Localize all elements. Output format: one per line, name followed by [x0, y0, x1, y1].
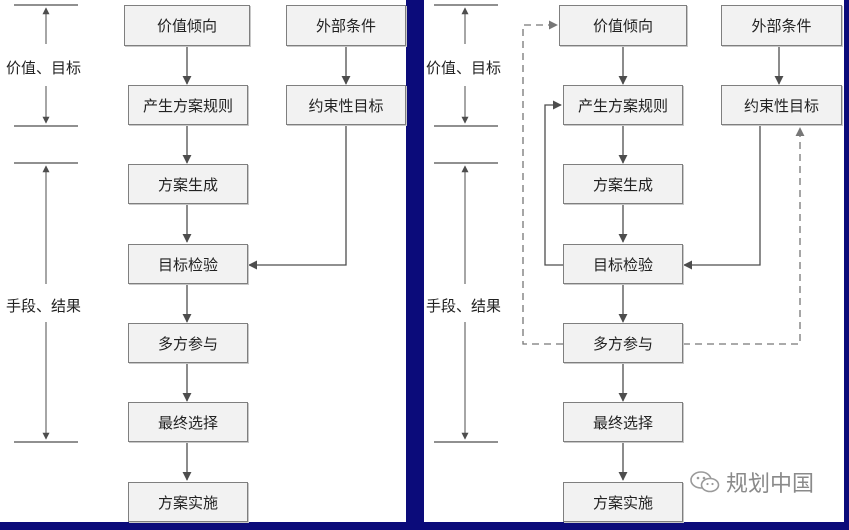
node-final-selection: 最终选择 — [563, 402, 683, 442]
node-solution-rules: 产生方案规则 — [563, 85, 683, 125]
left-diagram-panel: 价值、目标 手段、结果 价值倾向 外部条件 产生方案规则 约束性目标 方案生成 … — [0, 0, 406, 522]
node-external-conditions: 外部条件 — [721, 5, 842, 46]
node-constraint-goal: 约束性目标 — [286, 85, 406, 125]
node-solution-rules: 产生方案规则 — [128, 85, 248, 125]
node-multi-participation: 多方参与 — [563, 323, 683, 363]
watermark: 规划中国 — [690, 466, 814, 498]
node-value-orientation: 价值倾向 — [559, 5, 687, 46]
label-value-goal: 价值、目标 — [426, 55, 502, 80]
right-connectors — [434, 4, 805, 481]
node-external-conditions: 外部条件 — [286, 5, 406, 46]
right-diagram-panel: 价值、目标 手段、结果 价值倾向 外部条件 产生方案规则 约束性目标 方案生成 … — [424, 0, 844, 522]
node-implementation: 方案实施 — [563, 482, 683, 522]
label-value-goal: 价值、目标 — [6, 55, 82, 80]
node-goal-check: 目标检验 — [128, 244, 248, 284]
node-implementation: 方案实施 — [128, 482, 248, 522]
node-value-orientation: 价值倾向 — [124, 5, 250, 46]
node-solution-generation: 方案生成 — [563, 164, 683, 204]
wechat-icon — [690, 470, 720, 494]
label-means-result: 手段、结果 — [426, 293, 502, 318]
node-constraint-goal: 约束性目标 — [721, 85, 842, 125]
left-connectors — [14, 4, 351, 481]
node-final-selection: 最终选择 — [128, 402, 248, 442]
node-solution-generation: 方案生成 — [128, 164, 248, 204]
watermark-text: 规划中国 — [725, 472, 814, 497]
node-goal-check: 目标检验 — [563, 244, 683, 284]
label-means-result: 手段、结果 — [6, 293, 82, 318]
node-multi-participation: 多方参与 — [128, 323, 248, 363]
